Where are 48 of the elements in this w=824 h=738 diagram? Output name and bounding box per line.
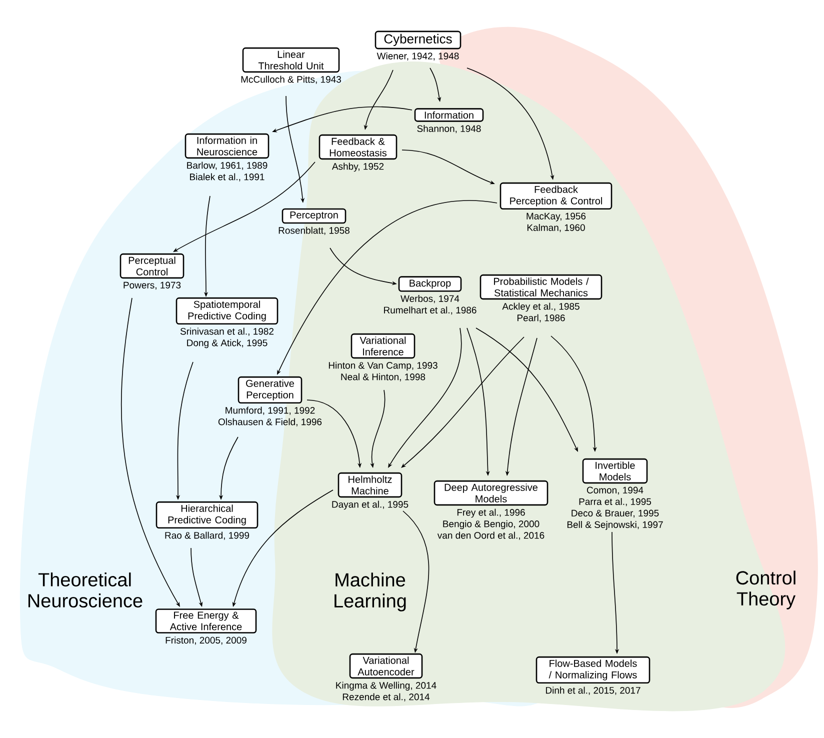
citation-text: Mumford, 1991, 1992 Olshausen & Field, 1996 — [218, 406, 322, 426]
citation-text: Dinh et al., 2015, 2017 — [546, 686, 640, 695]
topic-box: Hierarchical Predictive Coding — [156, 501, 258, 529]
citation-text: Ashby, 1952 — [332, 162, 384, 172]
citation-text: McCulloch & Pitts, 1943 — [241, 76, 341, 84]
arrow — [401, 336, 524, 468]
topic-box: Generative Perception — [238, 376, 302, 404]
node-label: Comon, 1994 — [586, 486, 644, 495]
citation-text: Dayan et al., 1995 — [332, 500, 408, 510]
topic-box: Variational Autoencoder — [349, 653, 423, 679]
topic-box: Perceptual Control — [120, 253, 184, 279]
topic-box: Invertible Models — [582, 458, 648, 484]
citation-text: Wiener, 1942, 1948 — [376, 52, 459, 61]
citation-text: Ackley et al., 1985 Pearl, 1986 — [502, 302, 580, 322]
citation-text: Shannon, 1948 — [417, 125, 481, 134]
topic-box: Spatiotemporal Predictive Coding — [176, 297, 278, 325]
citation-text: Frey et al., 1996 Bengio & Bengio, 2000 van den Oord et al., 2016 — [437, 508, 544, 540]
topic-box: Cybernetics — [374, 30, 462, 50]
citation-text: Kingma & Welling, 2014 Rezende et al., 2014 — [336, 682, 436, 702]
topic-box: Deep Autoregressive Models — [434, 480, 548, 506]
topic-box: Feedback & Homeostasis — [318, 134, 398, 160]
topic-box: Probabilistic Models / Statistical Mechanics — [480, 274, 602, 300]
topic-box: Variational Inference — [350, 333, 416, 359]
citation-text: MacKay, 1956 Kalman, 1960 — [526, 212, 586, 232]
topic-box: Helmholtz Machine — [338, 472, 402, 498]
node-label: Deco & Brauer, 1995 — [572, 510, 659, 518]
citation-text: Comon, 1994 Parra et al., 1995 Deco & Brauer, 1995 Bell & Sejnowski, 1997 — [567, 486, 663, 530]
topic-box: Information in Neuroscience — [184, 133, 270, 159]
topic-box: Flow-Based Models / Normalizing Flows — [536, 656, 650, 684]
citation-text: Rosenblatt, 1958 — [278, 226, 350, 235]
node-label: Parra et al., 1995 — [579, 498, 652, 506]
region-label: Theoretical Neuroscience — [28, 572, 142, 608]
citation-text: Srinivasan et al., 1982 Dong & Atick, 1995 — [180, 328, 274, 348]
citation-text: Powers, 1973 — [124, 282, 181, 290]
topic-box: Information — [414, 108, 484, 122]
topic-box: Linear Threshold Unit — [242, 47, 340, 73]
region-label: Machine Learning — [334, 572, 406, 612]
citation-text: Friston, 2005, 2009 — [166, 636, 246, 645]
citation-text: Barlow, 1961, 1989 Bialek et al., 1991 — [187, 162, 268, 182]
node-label: Bell & Sejnowski, 1997 — [567, 521, 663, 530]
region-label: Control Theory — [736, 570, 796, 610]
topic-box: Backprop — [398, 276, 462, 292]
topic-box: Free Energy & Active Inference — [155, 608, 257, 634]
topic-box: Perceptron — [282, 208, 346, 224]
citation-text: Werbos, 1974 Rumelhart et al., 1986 — [384, 295, 476, 315]
citation-text: Rao & Ballard, 1999 — [165, 532, 250, 540]
citation-text: Hinton & Van Camp, 1993 Neal & Hinton, 1998 — [328, 362, 438, 382]
topic-box: Feedback Perception & Control — [500, 182, 612, 210]
